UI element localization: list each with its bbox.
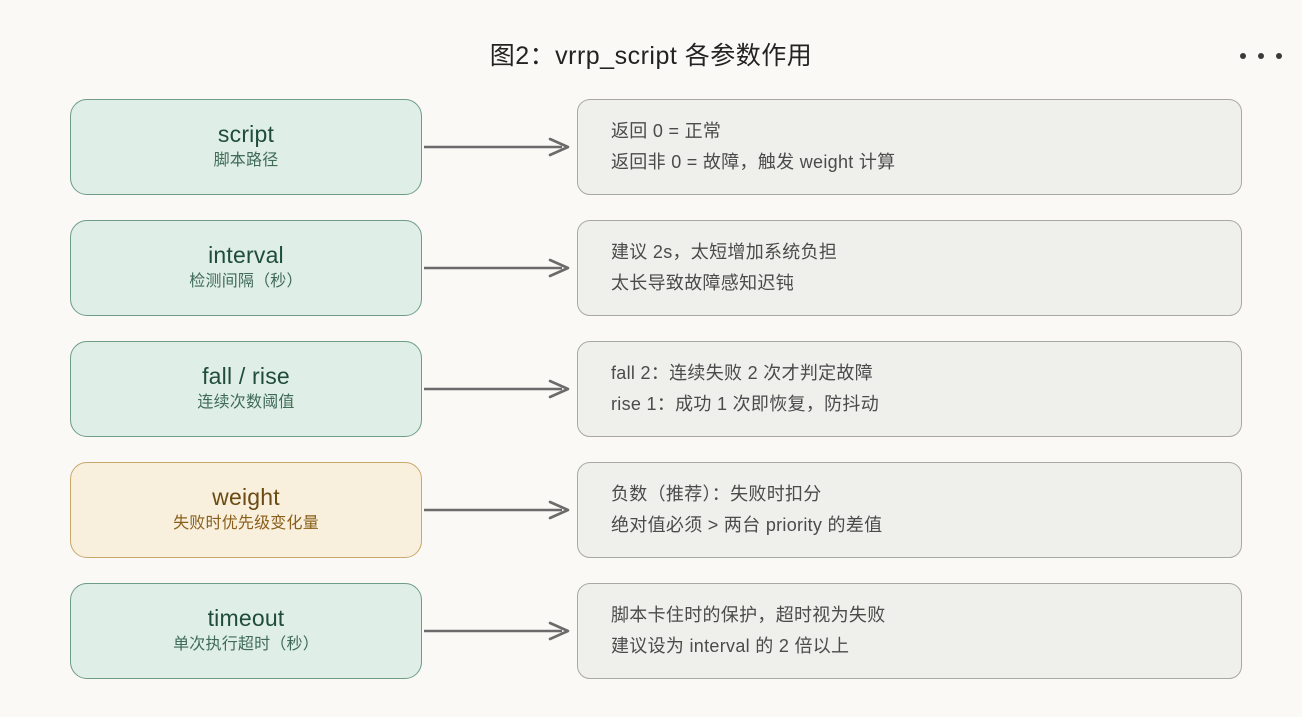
param-name: weight [212,483,280,510]
diagram-row: interval 检测间隔（秒） 建议 2s，太短增加系统负担太长导致故障感知迟钝 [0,220,1302,316]
arrow-right-icon [422,583,577,679]
param-description: 脚本路径 [213,151,279,169]
param-description: 检测间隔（秒） [189,272,303,290]
note-box: 建议 2s，太短增加系统负担太长导致故障感知迟钝 [577,220,1242,316]
ellipsis-dot [1258,53,1264,59]
page-title: 图2：vrrp_script 各参数作用 [489,42,813,70]
param-box[interactable]: script 脚本路径 [70,99,422,195]
ellipsis-dot [1240,53,1246,59]
note-line: 负数（推荐）：失败时扣分 [611,484,822,505]
arrow-right-icon [422,99,577,195]
ellipsis-dot [1276,53,1282,59]
note-line: 返回 0 = 正常 [611,121,722,142]
param-name: timeout [207,604,285,631]
diagram-row: script 脚本路径 返回 0 = 正常返回非 0 = 故障，触发 weight … [0,99,1302,195]
note-line: 脚本卡住时的保护，超时视为失败 [611,605,886,626]
arrow-right-icon [422,220,577,316]
note-line: fall 2：连续失败 2 次才判定故障 [611,363,874,384]
note-line: 太长导致故障感知迟钝 [611,273,794,293]
note-box: 负数（推荐）：失败时扣分绝对值必须 > 两台 priority 的差值 [577,462,1242,558]
note-box: 返回 0 = 正常返回非 0 = 故障，触发 weight 计算 [577,99,1242,195]
param-name: script [217,120,275,147]
note-line: rise 1：成功 1 次即恢复，防抖动 [611,394,880,414]
note-line: 建议设为 interval 的 2 倍以上 [611,636,850,656]
param-name: interval [208,241,284,268]
diagram-row: fall / rise 连续次数阈值 fall 2：连续失败 2 次才判定故障 ris… [0,341,1302,437]
parameter-diagram: script 脚本路径 返回 0 = 正常返回非 0 = 故障，触发 weight … [0,99,1302,704]
ellipsis-icon[interactable] [1240,46,1282,66]
diagram-row: weight 失败时优先级变化量 负数（推荐）：失败时扣分绝对值必须 > 两台 pr… [0,462,1302,558]
param-name: fall / rise [202,362,290,389]
param-description: 单次执行超时（秒） [173,635,319,653]
note-line: 绝对值必须 > 两台 priority 的差值 [611,515,883,535]
note-line: 返回非 0 = 故障，触发 weight 计算 [611,152,896,172]
arrow-right-icon [422,341,577,437]
note-box: 脚本卡住时的保护，超时视为失败建议设为 interval 的 2 倍以上 [577,583,1242,679]
note-line: 建议 2s，太短增加系统负担 [611,242,838,263]
param-description: 连续次数阈值 [197,393,295,411]
header: 图2：vrrp_script 各参数作用 [0,0,1302,92]
param-box[interactable]: weight 失败时优先级变化量 [70,462,422,558]
param-box[interactable]: interval 检测间隔（秒） [70,220,422,316]
arrow-right-icon [422,462,577,558]
param-box[interactable]: fall / rise 连续次数阈值 [70,341,422,437]
diagram-row: timeout 单次执行超时（秒） 脚本卡住时的保护，超时视为失败建议设为 inte… [0,583,1302,679]
param-description: 失败时优先级变化量 [173,514,319,532]
note-box: fall 2：连续失败 2 次才判定故障 rise 1：成功 1 次即恢复，防抖动 [577,341,1242,437]
param-box[interactable]: timeout 单次执行超时（秒） [70,583,422,679]
